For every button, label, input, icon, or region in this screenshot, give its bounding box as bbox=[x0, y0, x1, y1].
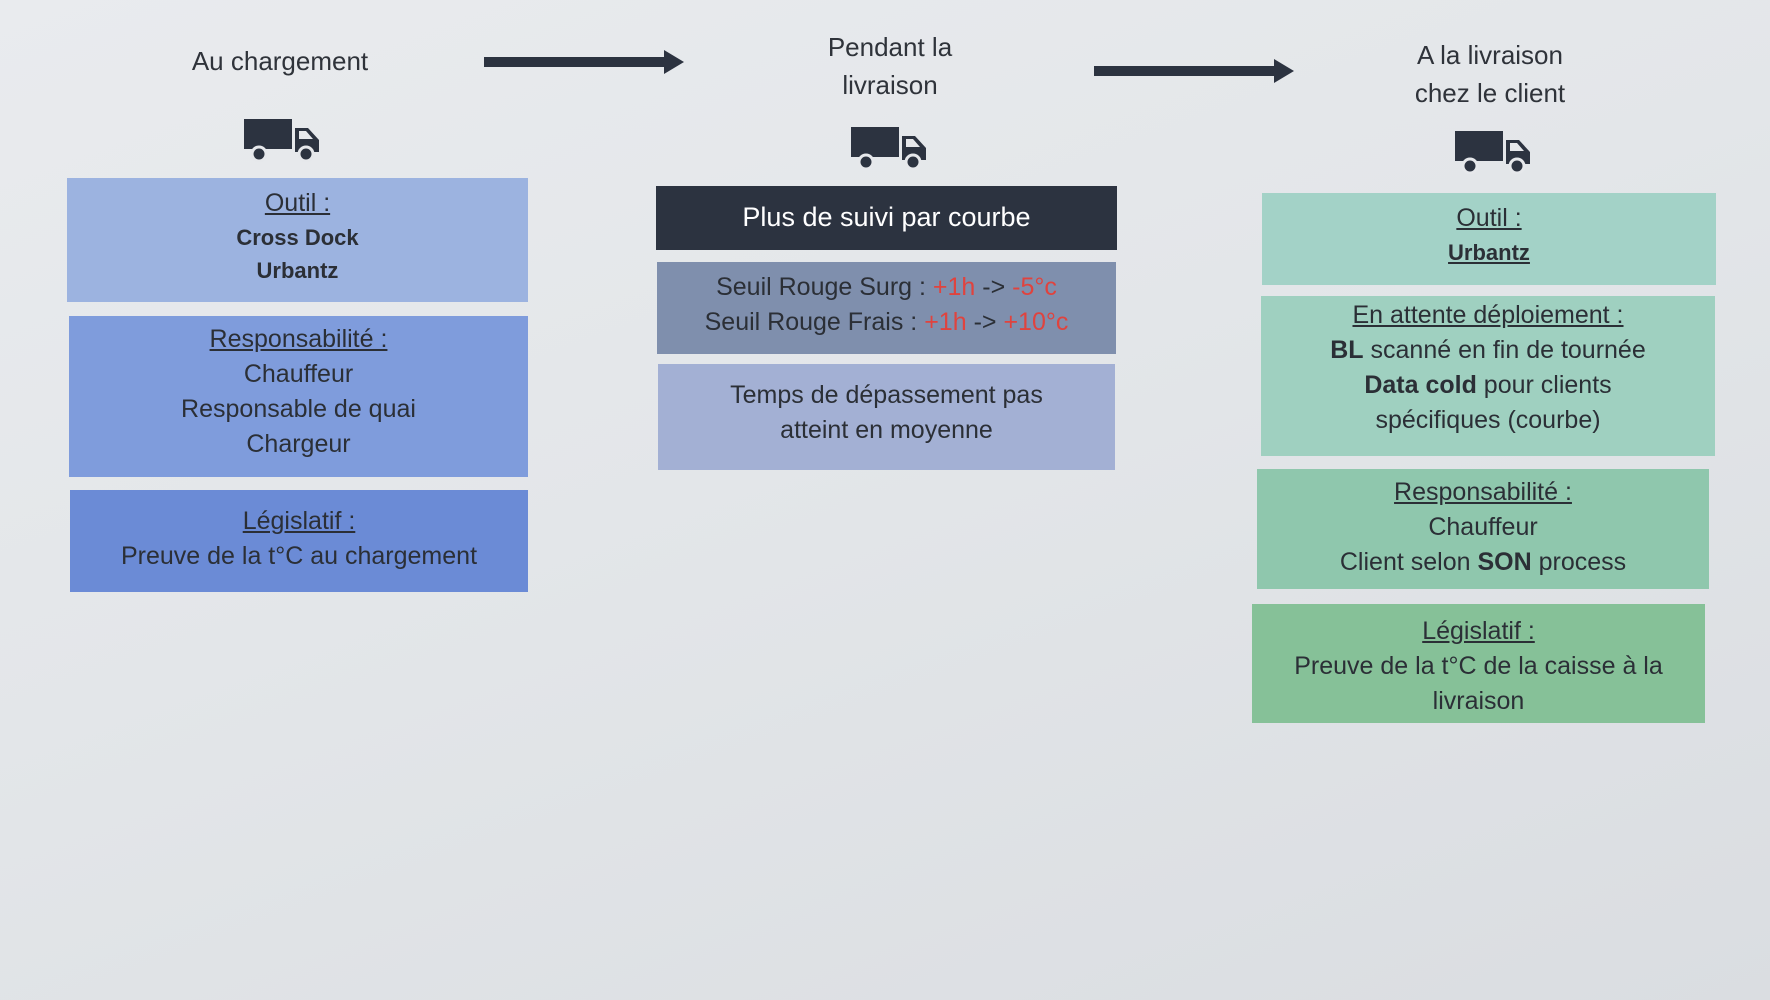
delivery-note-box: Temps de dépassement pas atteint en moye… bbox=[658, 364, 1115, 470]
client-pending-row3: spécifiques (courbe) bbox=[1375, 406, 1601, 434]
client-responsibility-row2-post: process bbox=[1531, 548, 1627, 576]
delivery-tracking-box: Plus de suivi par courbe bbox=[656, 186, 1117, 250]
client-legal-box: Législatif : Preuve de la t°C de la cais… bbox=[1252, 604, 1705, 723]
loading-legal-line: Preuve de la t°C au chargement bbox=[120, 542, 478, 570]
client-pending-row2-bold: Data cold bbox=[1364, 371, 1477, 399]
truck-icon bbox=[1455, 131, 1530, 174]
stage-title-client: A la livraison chez le client bbox=[1370, 36, 1610, 112]
delivery-note-line: Temps de dépassement pas bbox=[730, 381, 1043, 409]
stage-title-client-line1: A la livraison bbox=[1417, 40, 1563, 70]
threshold-surg-label: Seuil Rouge Surg : bbox=[716, 273, 926, 301]
client-pending-heading: En attente déploiement : bbox=[1352, 301, 1624, 329]
loading-responsibility-box: Responsabilité : Chauffeur Responsable d… bbox=[69, 316, 528, 477]
threshold-frais-label: Seuil Rouge Frais : bbox=[704, 308, 918, 336]
stage-title-loading: Au chargement bbox=[191, 46, 369, 76]
threshold-surg-temp: -5°c bbox=[1012, 273, 1057, 301]
stage-title-delivery-line2: livraison bbox=[842, 70, 938, 100]
threshold-frais-temp: +10°c bbox=[1003, 308, 1069, 336]
client-responsibility-row2: Client selon SON process bbox=[1271, 545, 1695, 580]
truck-icon bbox=[851, 127, 926, 170]
stage-title-delivery: Pendant la livraison bbox=[770, 28, 1010, 104]
client-responsibility-row1: Chauffeur bbox=[1428, 513, 1538, 541]
client-responsibility-box: Responsabilité : Chauffeur Client selon … bbox=[1257, 469, 1709, 589]
threshold-surg-arrow: -> bbox=[982, 273, 1006, 301]
stage-title-delivery-line1: Pendant la bbox=[827, 32, 953, 62]
delivery-tracking-text: Plus de suivi par courbe bbox=[742, 202, 1031, 232]
threshold-row-surg: Seuil Rouge Surg : +1h -> -5°c bbox=[671, 270, 1102, 305]
client-legal-line: Preuve de la t°C de la caisse à la bbox=[1294, 652, 1663, 680]
client-legal-line: livraison bbox=[1432, 687, 1525, 715]
client-responsibility-heading: Responsabilité : bbox=[1394, 478, 1572, 506]
client-pending-row1-bold: BL bbox=[1330, 336, 1364, 364]
loading-responsibility-line: Chargeur bbox=[246, 430, 351, 458]
loading-responsibility-line: Chauffeur bbox=[243, 360, 354, 388]
arrow-right-icon bbox=[484, 50, 684, 74]
loading-tool-box: Outil : Cross Dock Urbantz bbox=[67, 178, 528, 302]
loading-tool-line: Urbantz bbox=[256, 258, 339, 283]
client-legal-heading: Législatif : bbox=[1422, 617, 1535, 645]
client-responsibility-row2-pre: Client selon bbox=[1339, 548, 1478, 576]
loading-tool-heading: Outil : bbox=[264, 189, 331, 217]
client-tool-line: Urbantz bbox=[1448, 240, 1530, 265]
delivery-threshold-box: Seuil Rouge Surg : +1h -> -5°c Seuil Rou… bbox=[657, 262, 1116, 354]
threshold-frais-time: +1h bbox=[924, 308, 967, 336]
client-tool-heading: Outil : bbox=[1456, 204, 1522, 232]
client-pending-row2-rest: pour clients bbox=[1476, 371, 1612, 399]
loading-legal-heading: Législatif : bbox=[242, 507, 356, 535]
threshold-surg-time: +1h bbox=[932, 273, 976, 301]
client-pending-row-bl: BL scanné en fin de tournée bbox=[1275, 333, 1701, 368]
threshold-row-frais: Seuil Rouge Frais : +1h -> +10°c bbox=[671, 305, 1102, 340]
loading-legal-box: Législatif : Preuve de la t°C au chargem… bbox=[70, 490, 528, 592]
threshold-frais-arrow: -> bbox=[973, 308, 997, 336]
client-tool-box: Outil : Urbantz bbox=[1262, 193, 1716, 285]
client-pending-row1-rest: scanné en fin de tournée bbox=[1363, 336, 1646, 364]
client-responsibility-row2-bold: SON bbox=[1477, 548, 1532, 576]
arrow-right-icon bbox=[1094, 59, 1294, 83]
stage-title-client-line2: chez le client bbox=[1414, 78, 1566, 108]
client-pending-box: En attente déploiement : BL scanné en fi… bbox=[1261, 296, 1715, 456]
loading-responsibility-line: Responsable de quai bbox=[181, 395, 416, 423]
loading-tool-line: Cross Dock bbox=[236, 225, 359, 250]
delivery-note-line: atteint en moyenne bbox=[780, 416, 993, 444]
truck-icon bbox=[244, 119, 319, 162]
loading-responsibility-heading: Responsabilité : bbox=[209, 325, 388, 353]
client-pending-row-datacold: Data cold pour clients bbox=[1275, 368, 1701, 403]
